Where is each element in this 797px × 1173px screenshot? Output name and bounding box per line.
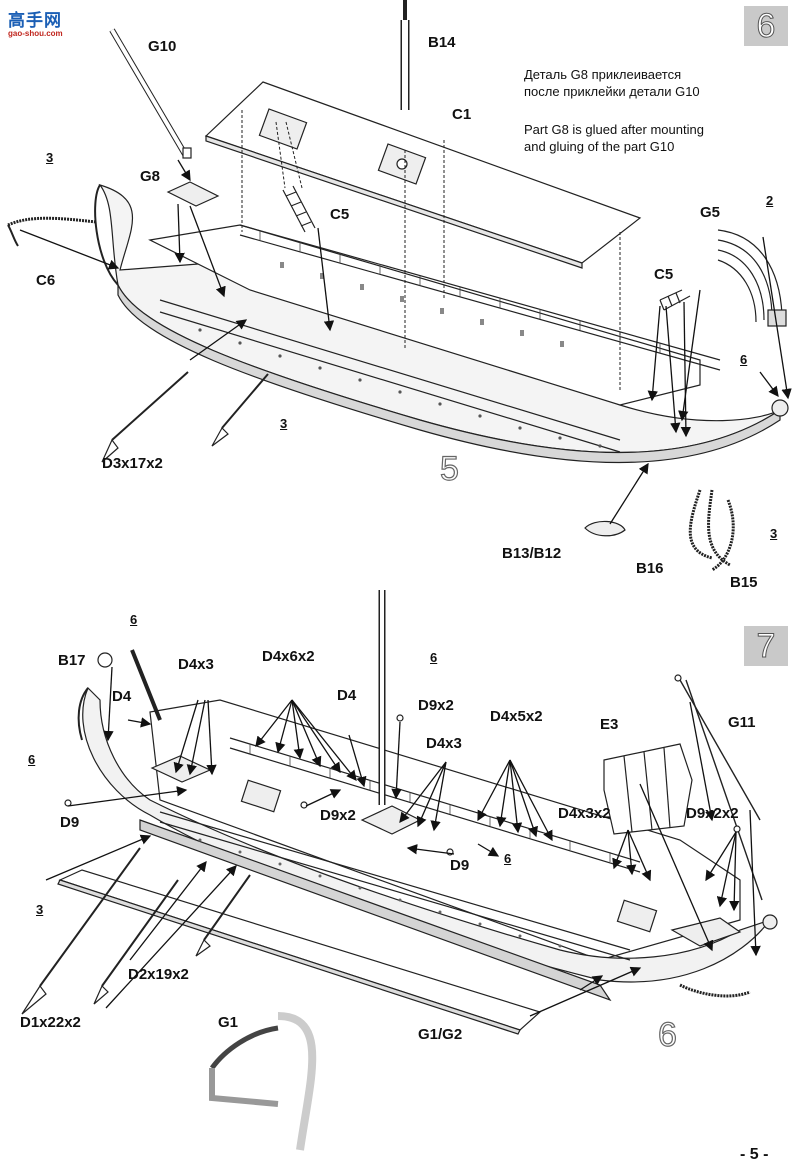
label-g8: G8 bbox=[140, 168, 161, 185]
label-c6: C6 bbox=[36, 272, 56, 289]
label-d9-mid: D9 bbox=[450, 857, 470, 874]
label-b17: B17 bbox=[58, 652, 86, 669]
label-g5: G5 bbox=[700, 204, 721, 221]
label-d9x2-top: D9x2 bbox=[418, 697, 454, 714]
ladder-c5-a bbox=[282, 185, 316, 233]
label-d9x2-mid: D9x2 bbox=[320, 807, 356, 824]
label-qty-3-b15: 3 bbox=[770, 526, 778, 541]
oars-bottom bbox=[21, 847, 251, 1015]
note-english: Part G8 is glued after mounting and glui… bbox=[524, 121, 704, 155]
label-g1: G1 bbox=[218, 1014, 239, 1031]
ladder-c5-b bbox=[659, 289, 691, 311]
note-ru-line1: Деталь G8 приклеивается bbox=[524, 67, 682, 82]
note-en-line1: Part G8 is glued after mounting bbox=[524, 122, 704, 137]
label-d4x3-left: D4x3 bbox=[178, 656, 214, 673]
label-d4x6x2: D4x6x2 bbox=[262, 648, 315, 665]
label-g11: G11 bbox=[728, 714, 756, 731]
note-russian: Деталь G8 приклеивается после приклейки … bbox=[524, 66, 700, 100]
deck-bottom bbox=[149, 699, 741, 961]
label-d9x2x2: D9x2x2 bbox=[686, 805, 739, 822]
part-g5 bbox=[717, 229, 787, 327]
label-qty-3-oars: 3 bbox=[280, 416, 288, 431]
rope-c6 bbox=[7, 216, 97, 227]
label-qty-6-d9: 6 bbox=[430, 650, 438, 665]
label-b14: B14 bbox=[428, 34, 456, 51]
label-qty-2: 2 bbox=[766, 193, 774, 208]
top-assembly bbox=[7, 0, 789, 572]
note-en-line2: and gluing of the part G10 bbox=[524, 139, 675, 154]
label-c5-right: C5 bbox=[654, 266, 674, 283]
oars-top bbox=[101, 371, 269, 463]
label-d2: D2x19x2 bbox=[128, 966, 189, 983]
label-b16: B16 bbox=[636, 560, 664, 577]
outline-number-5: 5 bbox=[439, 449, 459, 488]
label-d4-mid: D4 bbox=[337, 687, 357, 704]
label-d4x3-mid: D4x3 bbox=[426, 735, 462, 752]
bottom-assembly bbox=[21, 590, 778, 1035]
label-d4x5x2: D4x5x2 bbox=[490, 708, 543, 725]
label-d3: D3x17x2 bbox=[102, 455, 163, 472]
label-d4x3x2: D4x3x2 bbox=[558, 805, 611, 822]
label-g10: G10 bbox=[148, 38, 177, 55]
label-qty-6-bow: 6 bbox=[740, 352, 748, 367]
logo-text: 高手网 bbox=[8, 11, 62, 30]
tent-e3 bbox=[603, 743, 693, 835]
note-ru-line2: после приклейки детали G10 bbox=[524, 84, 700, 99]
label-d9-left: D9 bbox=[60, 814, 80, 831]
label-d4-left: D4 bbox=[112, 688, 132, 705]
label-qty-6-b17: 6 bbox=[130, 612, 138, 627]
site-logo: 高手网 gao-shou.com bbox=[8, 6, 70, 38]
page-number: - 5 - bbox=[740, 1146, 769, 1163]
label-g1-g2: G1/G2 bbox=[418, 1026, 463, 1043]
label-d1: D1x22x2 bbox=[20, 1014, 81, 1031]
step-number-top: 6 bbox=[744, 6, 788, 46]
logo-url: gao-shou.com bbox=[8, 29, 63, 38]
label-b15: B15 bbox=[730, 574, 758, 591]
step-number-bottom: 7 bbox=[744, 626, 788, 666]
label-qty-6-d9-left: 6 bbox=[28, 752, 36, 767]
label-b13-b12: B13/B12 bbox=[502, 545, 562, 562]
label-c5-left: C5 bbox=[330, 206, 350, 223]
label-qty-3-rope: 3 bbox=[46, 150, 54, 165]
g1-profile-detail bbox=[209, 1012, 317, 1151]
label-e3: E3 bbox=[600, 716, 619, 733]
label-c1: C1 bbox=[452, 106, 472, 123]
mast-g10 bbox=[109, 28, 192, 159]
label-qty-6-d9-mid: 6 bbox=[504, 851, 512, 866]
outline-number-6: 6 bbox=[657, 1015, 677, 1054]
label-qty-3-d1: 3 bbox=[36, 902, 44, 917]
